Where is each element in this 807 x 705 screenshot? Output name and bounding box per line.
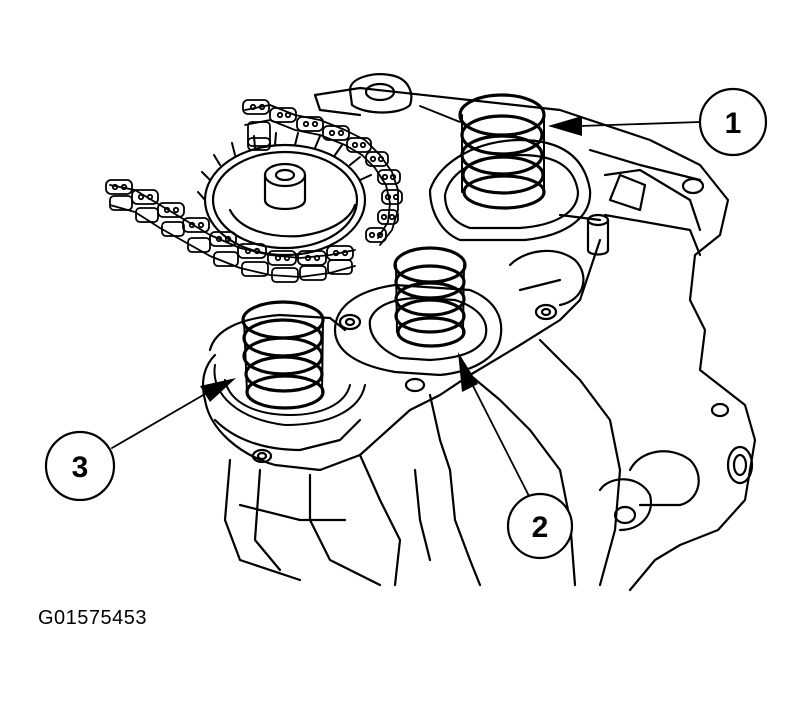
- callout-1: 1: [698, 87, 768, 157]
- callout-2-label: 2: [532, 511, 549, 544]
- leader-2: [458, 352, 531, 499]
- spring-3: [213, 300, 366, 426]
- drive-sprocket: [197, 132, 372, 257]
- callout-3-label: 3: [72, 451, 89, 484]
- leader-3: [111, 378, 236, 449]
- drive-chain: [105, 99, 403, 283]
- callout-1-label: 1: [725, 107, 742, 140]
- housing: [201, 73, 757, 592]
- leader-1: [419, 105, 701, 136]
- spring-2: [393, 246, 467, 348]
- figure-code: G01575453: [38, 607, 148, 629]
- callout-3: 3: [44, 430, 116, 502]
- callout-2: 2: [506, 492, 574, 560]
- spring-1: [458, 93, 546, 210]
